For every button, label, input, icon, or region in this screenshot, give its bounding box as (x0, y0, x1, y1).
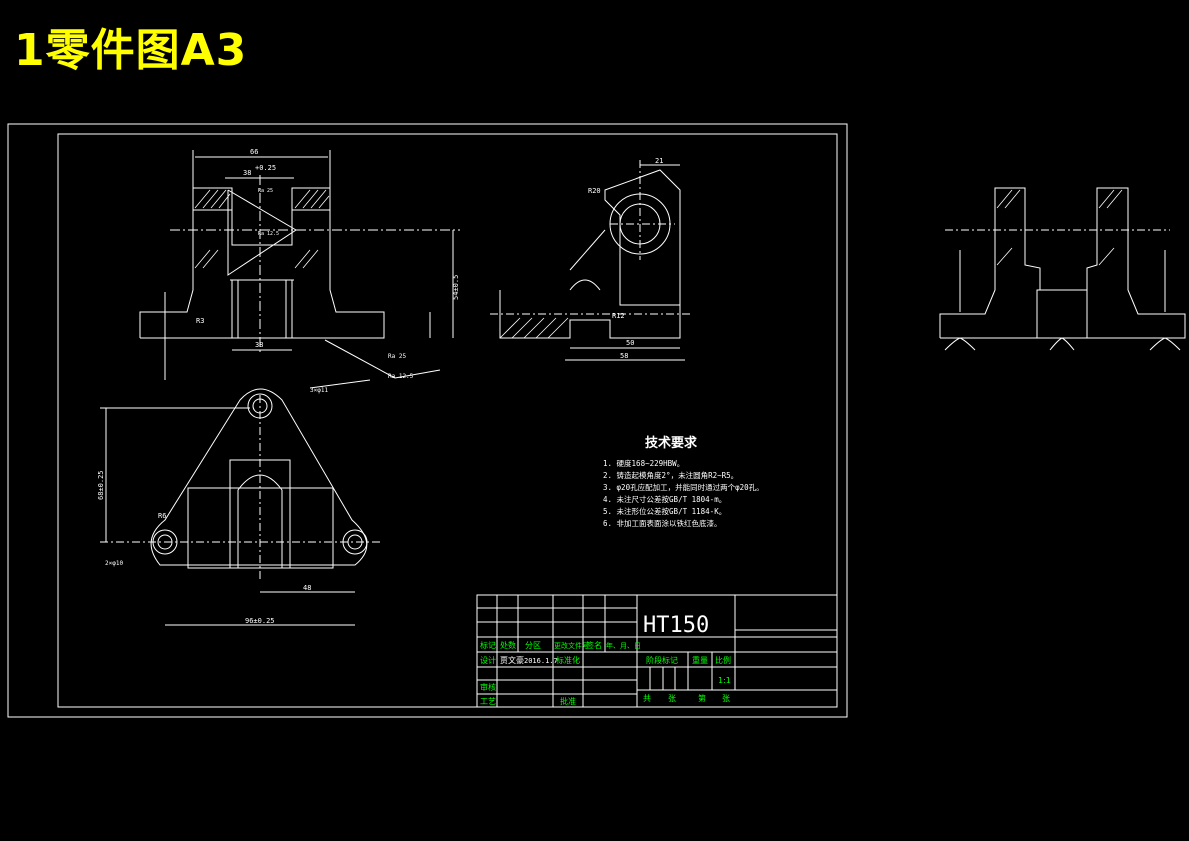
tech-item-5: 5. 未注形位公差按GB/T 1184-K。 (603, 506, 726, 516)
title-block: HT150 标记 处数 分区 更改文件号 签名 年、月、日 设计 贾文豪 201… (476, 594, 838, 708)
tb-process: 工艺 (480, 697, 496, 706)
dim-r6: R6 (158, 512, 166, 520)
ra-25: Ra 25 (388, 353, 406, 360)
tb-scale: 1:1 (718, 676, 731, 685)
tech-heading: 技术要求 (645, 435, 698, 451)
tb-scale-label: 比例 (715, 655, 731, 665)
dim-58: 58 (620, 352, 628, 360)
tech-item-6: 6. 非加工面表面涂以铁红色底漆。 (603, 518, 722, 528)
tb-sheet: 第 (698, 693, 706, 703)
tb-mark: 标记 (480, 640, 496, 650)
outer-frame (7, 123, 848, 718)
tb-check: 审核 (480, 682, 496, 692)
dim-hole: 38 (255, 341, 263, 349)
tb-designer: 贾文豪 (500, 655, 524, 665)
tb-sheet2: 张 (722, 694, 730, 703)
dim-21: 21 (655, 157, 663, 165)
dim-height: 54±0.5 (452, 275, 460, 300)
tb-sign: 签名 (586, 640, 602, 650)
dim-r12: R12 (612, 312, 625, 320)
ra-note-1: Ra 25 (258, 188, 273, 194)
dim-96: 96±0.25 (245, 617, 275, 625)
tb-standard: 标准化 (556, 655, 580, 665)
dim-66: 66 (250, 148, 258, 156)
dim-r20: R20 (588, 187, 601, 195)
tb-count: 处数 (500, 640, 516, 650)
tb-approve: 批准 (560, 696, 576, 706)
inner-frame (57, 133, 838, 708)
tb-weight: 重量 (692, 655, 708, 665)
dim-r3: R3 (196, 317, 204, 325)
tb-stage: 阶段标记 (646, 655, 678, 665)
dim-50: 50 (626, 339, 634, 347)
tb-design: 设计 (480, 655, 496, 665)
right-section-view (939, 187, 1186, 351)
ra-125: Ra 12.5 (388, 373, 414, 380)
dim-holes2: 2×φ10 (105, 560, 123, 567)
tb-sheets: 共 (643, 694, 651, 703)
side-view: 21 50 58 R20 R12 (490, 157, 690, 361)
dim-68: 68±0.25 (97, 470, 105, 500)
dim-holes: 3×φ11 (310, 387, 328, 394)
drawing-title: 1零件图A3 (14, 25, 248, 76)
tb-date: 年、月、日 (606, 641, 641, 650)
tb-sheets2: 张 (668, 694, 676, 703)
tech-requirements: 技术要求 1. 硬度168~229HBW。 2. 铸造起模角度2°，未注圆角R2… (603, 435, 764, 528)
tech-item-3: 3. φ20孔应配加工，并能同时通过两个φ20孔。 (603, 482, 764, 492)
dim-38: 38 (243, 169, 251, 177)
plan-view: 48 96±0.25 68±0.25 R6 2×φ10 (97, 388, 380, 626)
tech-item-4: 4. 未注尺寸公差按GB/T 1804-m。 (603, 494, 726, 504)
dim-48: 48 (303, 584, 311, 592)
tb-zone: 分区 (525, 641, 541, 650)
tech-item-1: 1. 硬度168~229HBW。 (603, 458, 684, 468)
ra-note-2: Ra 12.5 (258, 231, 279, 237)
material-label: HT150 (643, 613, 709, 638)
tech-item-2: 2. 铸造起模角度2°，未注圆角R2~R5。 (603, 470, 738, 480)
tb-design-date: 2016.1.7 (524, 657, 558, 665)
front-view: 66 38 +0.25 38 R3 Ra 25 Ra 12.5 3×φ11 54… (139, 148, 460, 394)
tb-change: 更改文件号 (554, 641, 589, 650)
dim-tol: +0.25 (255, 164, 276, 172)
